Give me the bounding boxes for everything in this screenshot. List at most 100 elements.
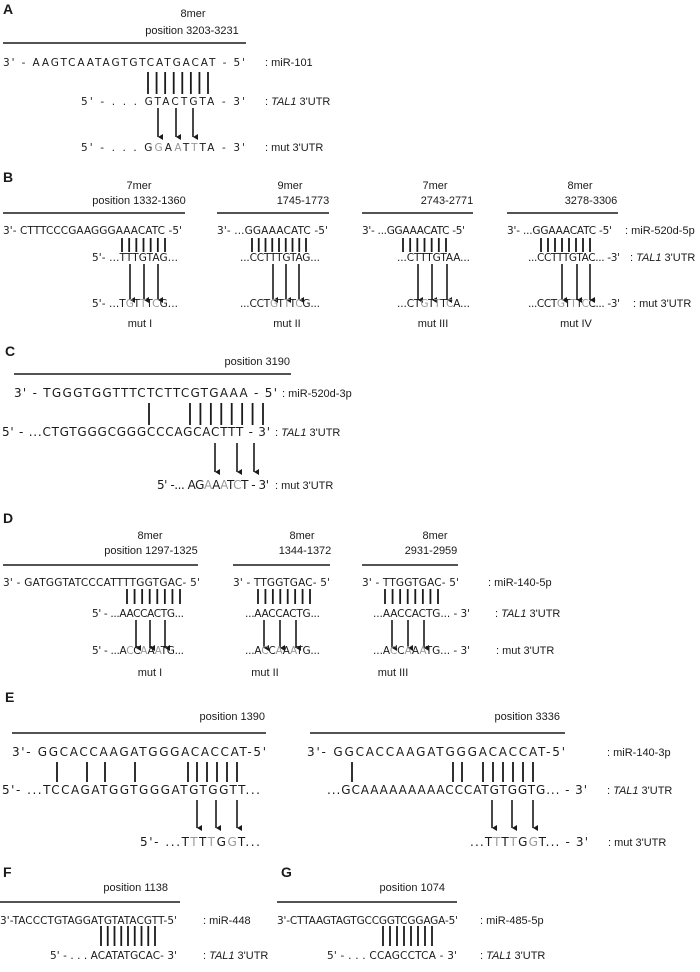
label-part: 3'UTR bbox=[642, 785, 673, 797]
mirna-sequence: 3' - TTGGTGAC- 5' bbox=[233, 577, 330, 589]
utr-sequence: 5'- ...TCCAGATGGTGGGATGTGGTT... bbox=[2, 783, 260, 797]
utr-sequence: ...GCAAAAAAAAACCCATGTGGTG... - 3' bbox=[327, 783, 587, 797]
utr-sequence: ...AACCACTG... bbox=[245, 608, 320, 620]
sequence-segment: C bbox=[133, 645, 140, 657]
site-position: position 1297-1325 bbox=[104, 545, 198, 557]
mutant-label: mut II bbox=[251, 667, 279, 679]
mutated-base: A bbox=[155, 645, 163, 657]
label-part: : bbox=[275, 427, 278, 439]
mutated-base: G bbox=[227, 835, 236, 849]
mutant-sequence: ...ACCAAATG... - 3' bbox=[373, 645, 470, 657]
seed-type: 7mer bbox=[422, 180, 447, 192]
label-part: 3'UTR bbox=[530, 608, 561, 620]
utr-sequence: ...CTTTGTAA... bbox=[397, 252, 470, 264]
mutated-base: T bbox=[190, 142, 198, 154]
gene-name: TAL1 bbox=[281, 427, 306, 439]
mutant-sequence: ...CTGTTTCA... bbox=[397, 298, 470, 310]
panel-label-d: D bbox=[3, 510, 13, 526]
seed-type: 8mer bbox=[137, 530, 162, 542]
mirna-sequence: 3'-CTTAAGTAGTGCCGGTCGGAGA-5' bbox=[277, 915, 458, 927]
site-position: position 3203-3231 bbox=[145, 25, 239, 37]
mutated-base: A bbox=[220, 478, 229, 492]
mutated-base: A bbox=[174, 142, 182, 154]
sequence-segment: T bbox=[563, 298, 571, 310]
sequence-segment: 5'- ...T bbox=[92, 298, 126, 310]
mutated-base: G bbox=[270, 298, 278, 310]
mutated-base: C bbox=[446, 298, 453, 310]
mirna-name: : miR-101 bbox=[265, 57, 313, 69]
mutated-base: C bbox=[261, 645, 268, 657]
gene-name: TAL1 bbox=[486, 950, 511, 962]
mirna-sequence: 3' - TGGGTGGTTTCTCTTCGTGAAA - 5' bbox=[14, 386, 277, 400]
mutated-base: T bbox=[509, 835, 518, 849]
utr-sequence: 5' - . . . CCAGCCTCA - 3' bbox=[327, 950, 457, 962]
sequence-segment: ...A bbox=[373, 645, 391, 657]
mutant-sequence: ...TTTTGGT... - 3' bbox=[470, 835, 588, 849]
mutated-base: G bbox=[420, 298, 428, 310]
sequence-segment: ...CCT bbox=[240, 298, 271, 310]
sequence-segment: C bbox=[268, 645, 275, 657]
utr-sequence: ...CCTTTGTAC... -3' bbox=[528, 252, 620, 264]
sequence-segment: TG... bbox=[295, 645, 320, 657]
mutant-label: mut I bbox=[128, 318, 152, 330]
sequence-segment: 5' -... AG bbox=[157, 478, 204, 492]
mutant-label: mut I bbox=[138, 667, 162, 679]
mutated-base: T bbox=[207, 835, 216, 849]
utr-sequence: 5' - ...CTGTGGGCGGGCCCAGCACTTT - 3' bbox=[2, 425, 270, 439]
mirna-sequence: 3'-TACCCTGTAGGATGTATACGTT-5' bbox=[0, 915, 177, 927]
mirna-name: : miR-520d-5p bbox=[625, 225, 695, 237]
label-part: : bbox=[630, 252, 633, 264]
utr-sequence: 5' - . . . ACATATGCAC- 3' bbox=[50, 950, 177, 962]
mutated-base: T bbox=[139, 298, 147, 310]
mutated-base: C bbox=[152, 298, 159, 310]
sequence-segment: T... bbox=[237, 835, 260, 849]
mirna-name: : miR-520d-3p bbox=[282, 388, 352, 400]
sequence-segment: G... bbox=[302, 298, 320, 310]
sequence-segment: TA - 3' bbox=[199, 142, 245, 154]
gene-name: TAL1 bbox=[501, 608, 526, 620]
sequence-segment: T bbox=[133, 298, 141, 310]
sequence-segment: A... bbox=[453, 298, 470, 310]
mirna-name: : miR-485-5p bbox=[480, 915, 544, 927]
mut-utr-label: : mut 3'UTR bbox=[265, 142, 323, 154]
sequence-segment: 5' - . . . G bbox=[81, 142, 152, 154]
site-position: 2743-2771 bbox=[421, 195, 474, 207]
sequence-segment: G bbox=[518, 835, 527, 849]
mutant-label: mut III bbox=[378, 667, 409, 679]
mirna-name: : miR-140-5p bbox=[488, 577, 552, 589]
sequence-segment: ...T bbox=[470, 835, 493, 849]
mutant-sequence: ...ACCAAATG... bbox=[245, 645, 320, 657]
site-position: position 3336 bbox=[495, 711, 560, 723]
sequence-segment: T bbox=[226, 478, 235, 492]
mutated-base: A bbox=[204, 478, 213, 492]
sequence-segment: 5' - ...A bbox=[92, 645, 128, 657]
mutant-sequence: ...CCTGTTTCG... bbox=[240, 298, 320, 310]
label-part: : bbox=[203, 950, 206, 962]
site-position: 1745-1773 bbox=[277, 195, 330, 207]
mutated-base: T bbox=[283, 298, 291, 310]
mirna-name: : miR-448 bbox=[203, 915, 251, 927]
site-position: position 3190 bbox=[225, 356, 290, 368]
mutant-sequence: 5' -... AGAAATCT - 3' bbox=[157, 478, 269, 492]
sequence-segment: T bbox=[182, 142, 190, 154]
mirna-sequence: 3'- ...GGAAACATC -5' bbox=[362, 225, 465, 237]
mutated-base: C bbox=[582, 298, 589, 310]
mirna-sequence: 3' - AAGTCAATAGTGTCATGACAT - 5' bbox=[3, 57, 245, 69]
sequence-segment: A bbox=[283, 645, 291, 657]
utr-sequence: ...AACCACTG... - 3' bbox=[373, 608, 470, 620]
label-part: : bbox=[265, 96, 268, 108]
panel-label-f: F bbox=[3, 864, 12, 880]
mutated-base: C bbox=[126, 645, 133, 657]
mut-utr-label: : mut 3'UTR bbox=[633, 298, 691, 310]
mirna-sequence: 3'- GGCACCAAGATGGGACACCAT-5' bbox=[12, 745, 266, 759]
site-position: position 1074 bbox=[380, 882, 445, 894]
sequence-segment: A bbox=[212, 478, 221, 492]
label-part: 3'UTR bbox=[665, 252, 696, 264]
seed-type: 8mer bbox=[567, 180, 592, 192]
mutated-base: A bbox=[404, 645, 412, 657]
